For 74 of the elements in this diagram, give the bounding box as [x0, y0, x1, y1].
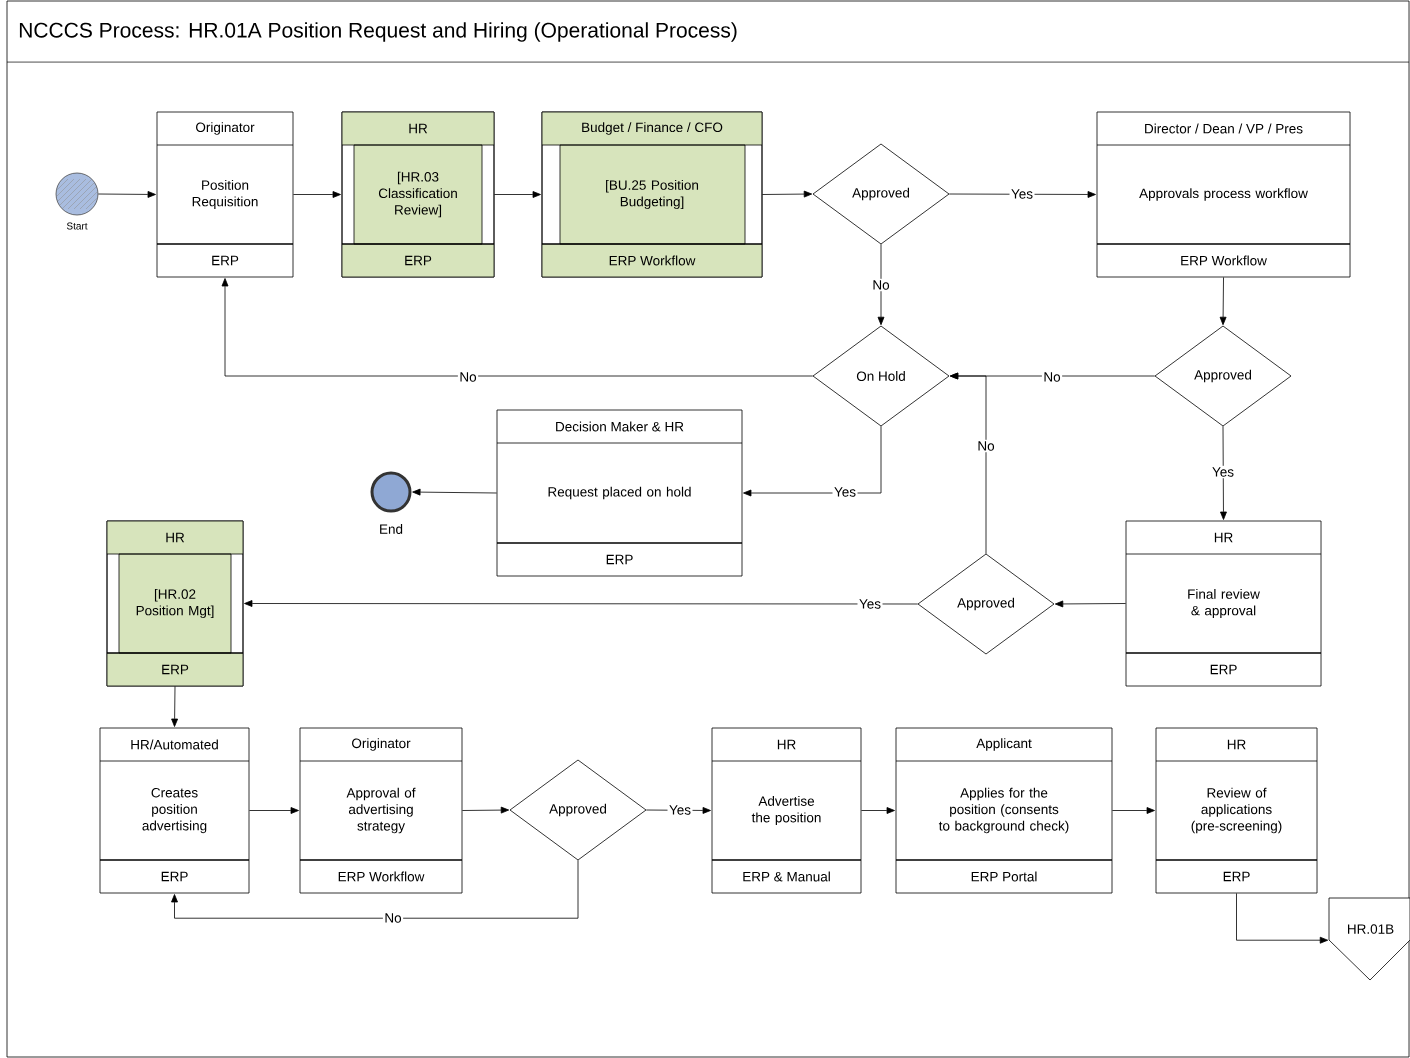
- arrow: [244, 600, 919, 607]
- role-label: Budget / Finance / CFO: [582, 122, 723, 135]
- process-box: [1125, 520, 1322, 687]
- process-box: [106, 520, 244, 687]
- arrow: [171, 859, 579, 919]
- system-label: ERP Workflow: [609, 255, 696, 266]
- role-label: Decision Maker & HR: [556, 421, 684, 432]
- arrow: [949, 372, 987, 555]
- step-text: Advertise the position: [751, 795, 821, 826]
- system-label: ERP: [1223, 871, 1250, 882]
- system-label: ERP: [162, 664, 189, 675]
- process-box: [99, 727, 250, 894]
- arrow: [462, 806, 510, 814]
- off-page-connector: HR.01B: [1328, 897, 1410, 981]
- arrow: [98, 191, 156, 198]
- role-label: HR: [409, 123, 428, 134]
- process-box: [299, 727, 463, 894]
- process-box: [541, 111, 763, 278]
- step-text: [HR.02 Position Mgt]: [136, 588, 214, 619]
- system-label: ERP Workflow: [338, 871, 425, 882]
- role-label: HR: [1227, 739, 1246, 750]
- step-text: [HR.03 Classification Review]: [378, 171, 457, 218]
- process-box: [156, 111, 294, 278]
- process-box: [1155, 727, 1318, 894]
- system-label: ERP Portal: [971, 871, 1037, 882]
- arrow: [494, 191, 541, 198]
- arrow: [249, 807, 299, 814]
- system-label: ERP: [606, 554, 633, 565]
- step-text: Review of applications (pre-screening): [1191, 787, 1282, 834]
- step-text: Creates position advertising: [142, 787, 207, 834]
- arrow: [743, 425, 882, 497]
- step-text: Approvals process workflow: [1139, 188, 1308, 201]
- process-box: [341, 111, 495, 278]
- system-label: ERP: [405, 255, 432, 266]
- system-label: ERP: [1210, 664, 1237, 675]
- arrow: [948, 191, 1096, 198]
- process-box: [1096, 111, 1351, 278]
- arrow: [1220, 425, 1227, 520]
- arrow: [1112, 807, 1155, 814]
- process-box: [895, 727, 1113, 894]
- step-text: [BU.25 Position Budgeting]: [606, 179, 698, 210]
- role-label: Originator: [196, 122, 255, 135]
- process-box: [711, 727, 862, 894]
- system-label: ERP & Manual: [743, 871, 830, 882]
- title: NCCCS Process: HR.01A Position Request and Hiring (Operational Process): [19, 22, 737, 42]
- node-label: HR.01B: [1348, 924, 1394, 934]
- arrow: [293, 191, 341, 198]
- role-label: HR: [777, 739, 796, 750]
- arrow: [861, 807, 895, 814]
- arrow: [877, 243, 885, 326]
- start-label: Start: [66, 222, 88, 230]
- arrow: [762, 190, 813, 198]
- role-label: HR: [1214, 532, 1233, 543]
- role-label: Originator: [352, 738, 411, 751]
- arrow: [221, 278, 814, 377]
- step-text: Final review & approval: [1188, 588, 1260, 619]
- system-label: ERP Workflow: [1181, 255, 1267, 266]
- arrow: [1236, 893, 1329, 944]
- step-text: Approval of advertising strategy: [346, 787, 416, 834]
- arrow: [1054, 600, 1126, 608]
- system-label: ERP: [161, 871, 188, 882]
- system-label: ERP: [212, 255, 239, 266]
- arrow: [412, 488, 497, 496]
- arrow: [1219, 277, 1227, 326]
- step-text: Applies for the position (consents to background check): [938, 787, 1069, 834]
- end-label: End: [380, 524, 403, 534]
- role-label: HR/Automated: [131, 739, 218, 750]
- step-text: Position Requisition: [192, 179, 258, 210]
- process-box: [496, 409, 743, 577]
- role-label: HR: [166, 532, 185, 543]
- role-label: Director / Dean / VP / Pres: [1145, 123, 1303, 134]
- step-text: Request placed on hold: [548, 486, 691, 500]
- arrow: [171, 686, 179, 727]
- role-label: Applicant: [976, 738, 1032, 751]
